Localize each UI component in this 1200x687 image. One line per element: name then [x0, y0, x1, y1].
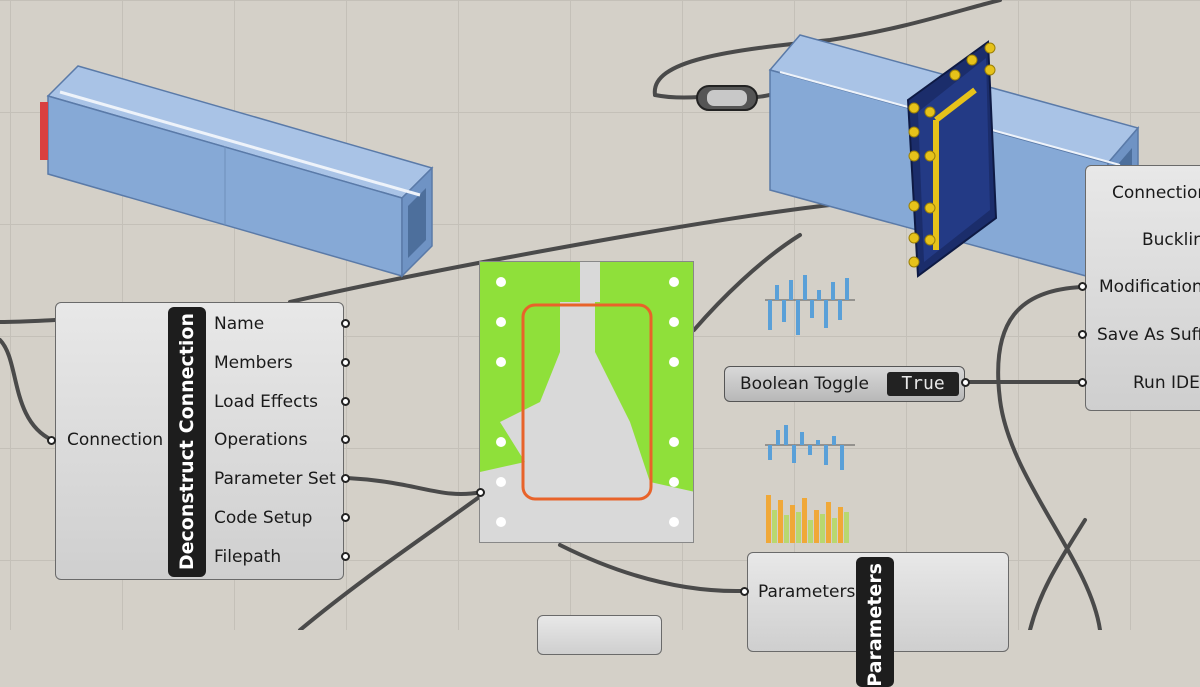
output-code-setup-label: Code Setup [214, 508, 313, 528]
parameter-card-icon[interactable] [479, 261, 694, 543]
wire [298, 493, 484, 630]
relay-icon [696, 85, 758, 111]
wire [692, 233, 802, 332]
output-grip-code-setup[interactable] [341, 513, 350, 522]
input-buckling-label: Buckling [1142, 230, 1200, 250]
boolean-toggle-label: Boolean Toggle [740, 374, 869, 394]
component-partial-bottom[interactable] [537, 615, 662, 655]
output-load-effects-label: Load Effects [214, 392, 318, 412]
boolean-toggle-value[interactable]: True [887, 372, 959, 396]
input-modification-label: Modification [1099, 277, 1200, 297]
wire [1028, 518, 1087, 630]
wire [0, 338, 54, 442]
thumb-chart-1 [765, 275, 855, 335]
wire [652, 0, 1002, 97]
input-grip-parameters[interactable] [740, 587, 749, 596]
chart-thumbnails [765, 275, 855, 543]
card-input-grip[interactable] [476, 488, 485, 497]
output-grip-parameter-set[interactable] [341, 474, 350, 483]
parameters-component[interactable]: Parameters Parameters [747, 552, 1009, 687]
wire [288, 203, 832, 304]
output-filepath-label: Filepath [214, 547, 282, 567]
output-grip-members[interactable] [341, 358, 350, 367]
parameters-title-strip[interactable]: Parameters [856, 557, 894, 687]
input-grip-connection[interactable] [47, 436, 56, 445]
input-grip-run-idea[interactable] [1078, 378, 1087, 387]
input-grip-modification[interactable] [1078, 282, 1087, 291]
input-run-idea-label: Run IDEA [1133, 373, 1200, 393]
boolean-toggle-output-grip[interactable] [961, 378, 970, 387]
deconstruct-connection-component[interactable]: Connection Deconstruct Connection Name M… [55, 302, 344, 580]
input-grip-save-as-suffix[interactable] [1078, 330, 1087, 339]
input-save-as-suffix-label: Save As Suffix [1097, 325, 1200, 345]
output-members-label: Members [214, 353, 293, 373]
beam-3d-icon [40, 65, 434, 278]
wire [345, 476, 484, 497]
thumb-chart-2 [765, 425, 855, 470]
output-grip-operations[interactable] [341, 435, 350, 444]
output-grip-name[interactable] [341, 319, 350, 328]
parameter-card-graphic [480, 262, 693, 527]
component-title-strip[interactable]: Deconstruct Connection [168, 307, 206, 577]
thumb-chart-3 [766, 495, 849, 543]
output-operations-label: Operations [214, 430, 308, 450]
wire [0, 318, 57, 324]
input-parameters-label: Parameters [758, 582, 856, 602]
wire [558, 543, 744, 594]
input-connection-label-right: Connection [1112, 183, 1200, 203]
parameters-title: Parameters [864, 563, 886, 687]
wire [996, 285, 1102, 630]
output-grip-filepath[interactable] [341, 552, 350, 561]
boolean-toggle[interactable]: Boolean Toggle True [724, 366, 965, 402]
output-grip-load-effects[interactable] [341, 397, 350, 406]
run-idea-component[interactable]: Connection Buckling Modification Save As… [1085, 165, 1200, 411]
output-name-label: Name [214, 314, 265, 334]
input-connection-label: Connection [67, 430, 164, 450]
output-parameter-set-label: Parameter Set [214, 469, 336, 489]
